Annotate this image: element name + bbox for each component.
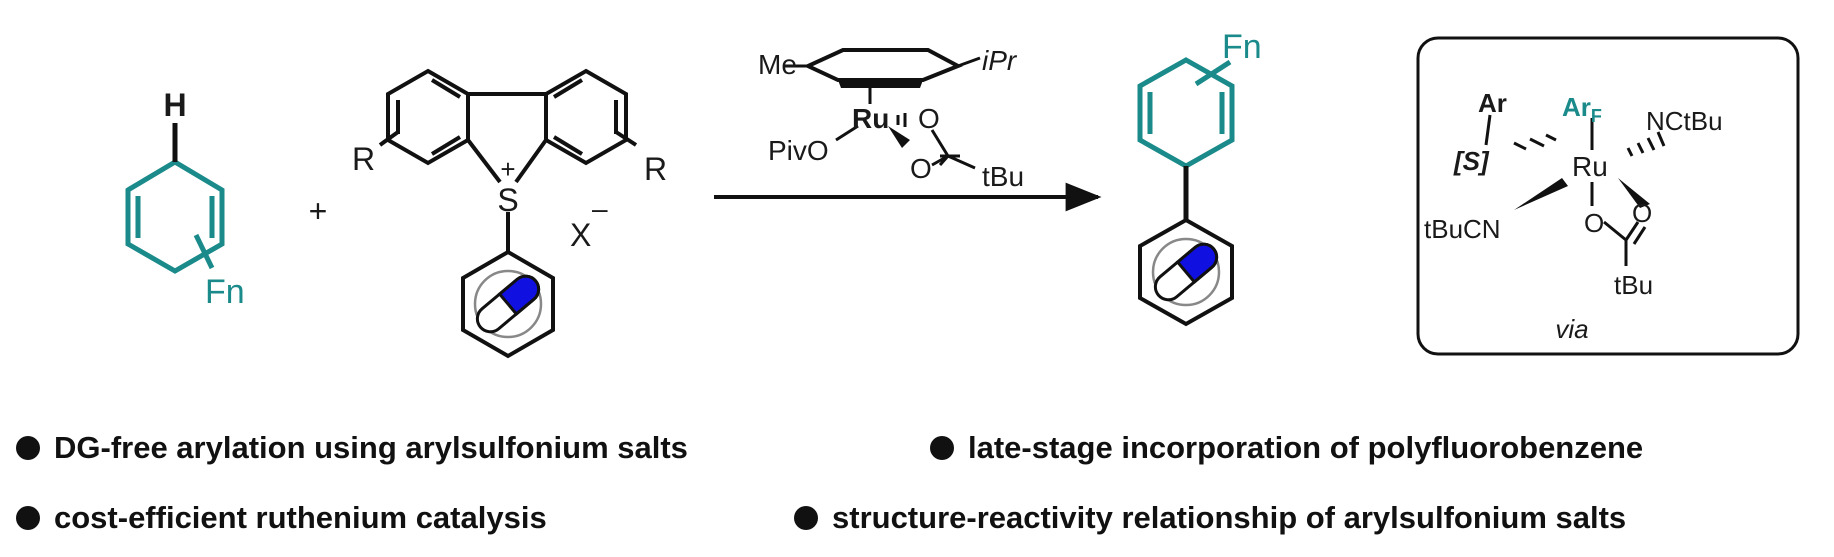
product-fn-label: Fn (1222, 28, 1262, 66)
isopropyl-label: iPr (982, 45, 1018, 76)
sulfur-label: S (497, 182, 518, 218)
int-o2-label: O (1632, 198, 1652, 228)
product-teal-ring (1137, 57, 1235, 169)
counterion-label: X (570, 217, 591, 253)
aryl-ring (461, 249, 555, 359)
ru-catalyst-label: Ru (852, 103, 889, 134)
r-right-label: R (644, 151, 667, 187)
via-label: via (1555, 314, 1588, 344)
carboxylate-o-bottom: O (910, 153, 932, 184)
sulfonium-salt (378, 68, 638, 359)
aryl-inner-circle (473, 269, 543, 339)
int-ar-label: Ar (1478, 88, 1507, 118)
plus-sign: + (309, 193, 328, 229)
product-biaryl: Fn (1137, 28, 1262, 327)
hydrogen-label: H (163, 87, 186, 123)
carboxylate-o-top: O (918, 103, 940, 134)
int-nctbu-label: NCtBu (1646, 106, 1723, 136)
int-tbu-label: tBu (1614, 270, 1653, 300)
r-left-label: R (352, 141, 375, 177)
methyl-label: Me (758, 49, 797, 80)
intermediate-complex (1484, 114, 1666, 266)
int-tbucn-label: tBuCN (1424, 214, 1501, 244)
product-pill-icon (1153, 242, 1219, 302)
arene-ring (125, 159, 225, 274)
int-s-label: [S] (1453, 146, 1490, 176)
product-aryl-ring (1138, 217, 1234, 327)
pivo-label: PivO (768, 135, 829, 166)
counterion-charge: – (592, 193, 608, 224)
int-ru-label: Ru (1572, 151, 1608, 182)
sulfonium-charge: + (500, 154, 515, 184)
int-o1-label: O (1584, 208, 1604, 238)
fn-label: Fn (205, 273, 245, 311)
pill-icon (475, 274, 541, 334)
reactant-arene: H Fn (125, 87, 245, 311)
catalyst-tbu-label: tBu (982, 161, 1024, 192)
int-arf-label: ArF (1562, 92, 1602, 126)
ruthenium-catalyst (785, 48, 981, 170)
intermediate-box (1416, 36, 1800, 356)
